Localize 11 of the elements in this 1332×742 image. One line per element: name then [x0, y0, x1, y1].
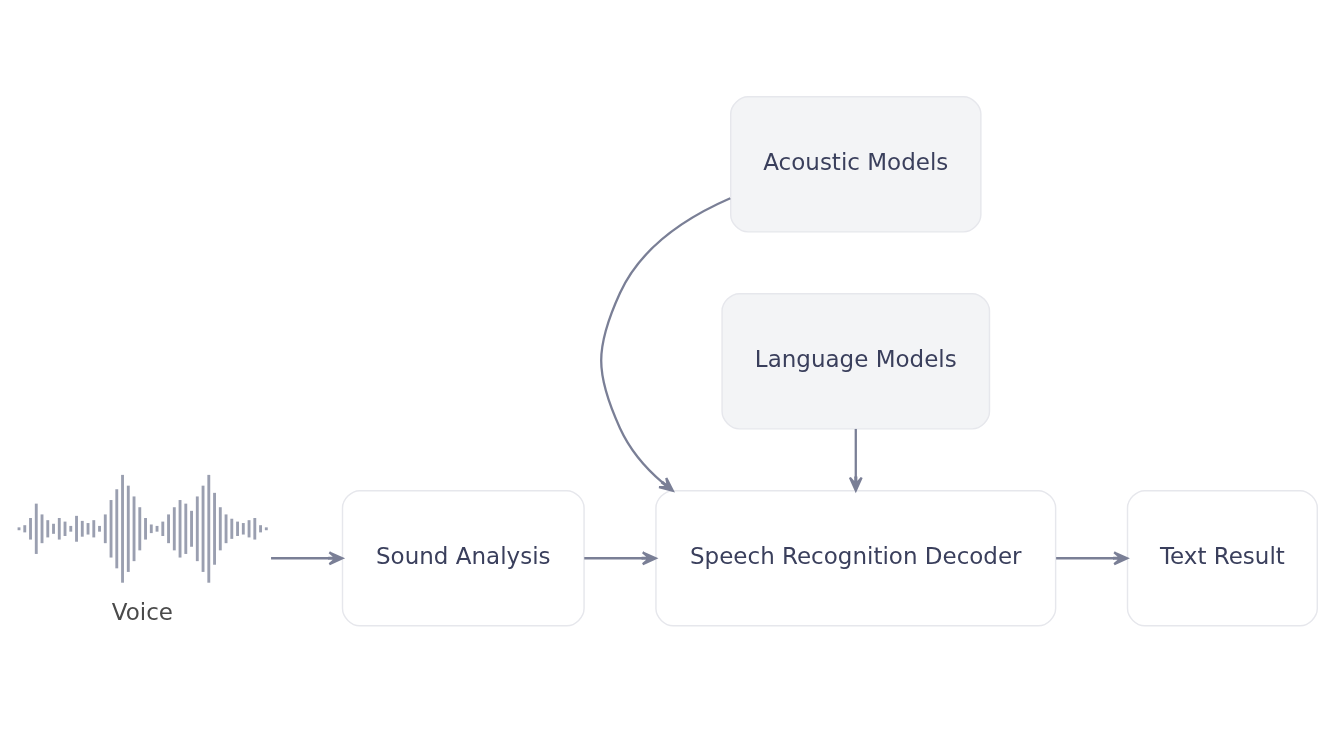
arrow	[584, 551, 657, 566]
arrow	[1056, 551, 1129, 566]
arrow	[271, 551, 344, 566]
node-label: Voice	[111, 598, 173, 625]
node-box: Language Models	[721, 293, 991, 430]
node-box: Sound Analysis	[341, 489, 585, 627]
arrow	[848, 428, 863, 492]
node-box: Acoustic Models	[730, 96, 982, 233]
node-box: Text Result	[1126, 489, 1318, 627]
node-box: Speech Recognition Decoder	[655, 489, 1057, 627]
arrow	[600, 197, 731, 492]
